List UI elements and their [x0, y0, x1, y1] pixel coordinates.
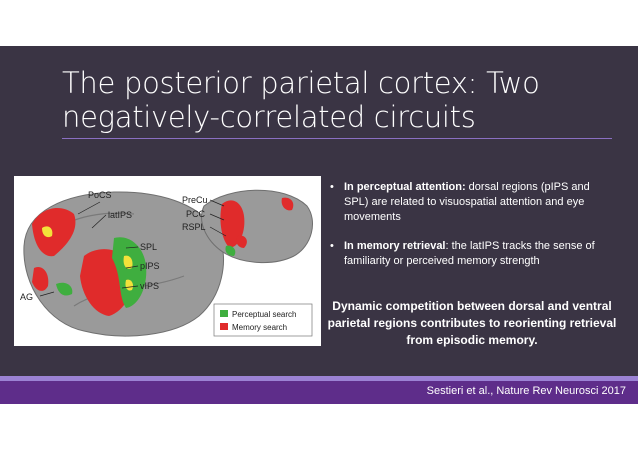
brain-illustration: PoCS latIPS SPL pIPS vIPS AG PreCu PCC R… — [20, 189, 314, 337]
bullet-list: • In perceptual attention: dorsal region… — [330, 180, 612, 283]
perceptual-region-a — [112, 237, 147, 308]
slide-title: The posterior parietal cortex: Two negat… — [62, 66, 540, 134]
legend-swatch-perceptual — [220, 310, 228, 317]
conclusion-text: Dynamic competition between dorsal and v… — [327, 299, 617, 347]
label-pcc: PCC — [186, 209, 206, 219]
bullet-1-heading: In perceptual attention: — [344, 181, 466, 193]
label-rspl: RSPL — [182, 222, 206, 232]
label-pocs: PoCS — [88, 190, 112, 200]
overlap-region-c — [125, 279, 134, 291]
title-underline — [62, 138, 612, 139]
medial-perceptual-region — [225, 245, 236, 256]
label-latips: latIPS — [108, 210, 132, 220]
label-precu: PreCu — [182, 195, 208, 205]
citation: Sestieri et al., Nature Rev Neurosci 201… — [426, 385, 626, 397]
memory-region-c — [32, 266, 49, 291]
label-ag: AG — [20, 292, 33, 302]
legend-swatch-memory — [220, 323, 228, 330]
figure-legend: Perceptual search Memory search — [213, 303, 313, 337]
bullet-2-text: : the latIPS tracks the sense of familia… — [344, 240, 595, 267]
legend-memory: Memory search — [232, 323, 287, 332]
footer-accent-bar — [0, 376, 638, 381]
label-pips: pIPS — [140, 261, 160, 271]
bullet-2-heading: In memory retrieval — [344, 240, 446, 252]
footer-bar — [0, 381, 638, 404]
bullet-1-text: dorsal regions (pIPS and SPL) are relate… — [344, 181, 590, 223]
bullet-perceptual-attention: • In perceptual attention: dorsal region… — [330, 181, 590, 223]
brain-figure: PoCS latIPS SPL pIPS vIPS AG PreCu PCC R… — [14, 176, 321, 346]
label-spl: SPL — [140, 242, 157, 252]
memory-region-a — [32, 208, 76, 257]
bullet-memory-retrieval: • In memory retrieval: the latIPS tracks… — [330, 240, 595, 267]
medial-memory-region-c — [236, 235, 247, 248]
overlap-region-a — [42, 226, 53, 238]
perceptual-region-b — [56, 282, 73, 296]
legend-perceptual: Perceptual search — [232, 310, 296, 319]
label-vips: vIPS — [140, 281, 159, 291]
medial-memory-region-b — [281, 197, 294, 211]
overlap-region-b — [123, 255, 133, 269]
